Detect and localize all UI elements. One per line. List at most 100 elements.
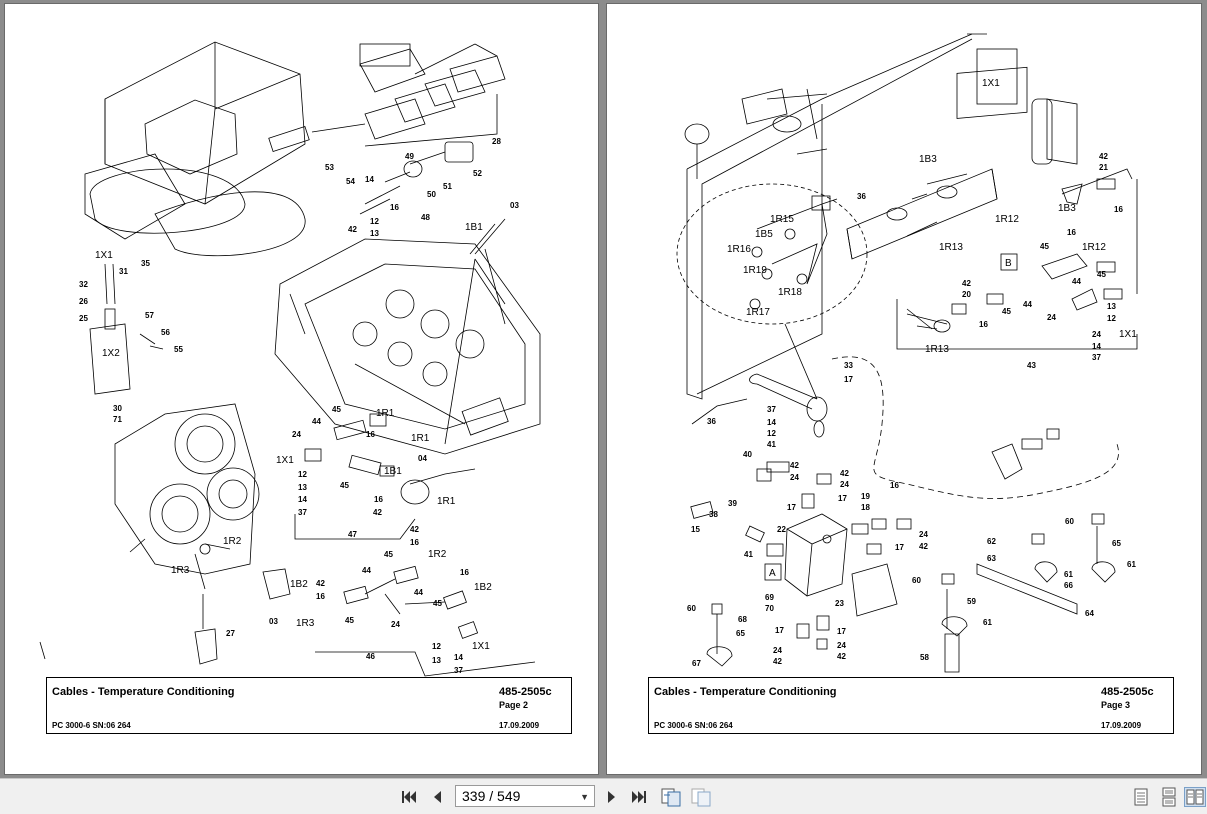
svg-text:67: 67 [692, 659, 701, 668]
svg-text:1X1: 1X1 [472, 641, 490, 652]
svg-text:16: 16 [890, 481, 899, 490]
svg-text:44: 44 [362, 566, 371, 575]
svg-text:60: 60 [912, 576, 921, 585]
svg-text:24: 24 [1047, 313, 1056, 322]
svg-text:16: 16 [460, 568, 469, 577]
document-page-right: 1X1 36 1B3 1R15 1B5 1R16 1R12 1R19 1R18 … [607, 4, 1201, 774]
next-page-icon[interactable] [601, 787, 623, 807]
svg-text:44: 44 [1072, 277, 1081, 286]
drawing-title: Cables - Temperature Conditioning [52, 686, 235, 698]
svg-text:41: 41 [744, 550, 753, 559]
svg-text:1R13: 1R13 [939, 242, 963, 253]
document-number: 485-2505c [1101, 686, 1154, 698]
model-serial: PC 3000-6 SN:06 264 [52, 721, 131, 730]
svg-text:45: 45 [332, 405, 341, 414]
svg-text:1R1: 1R1 [376, 408, 395, 419]
svg-text:68: 68 [738, 615, 747, 624]
previous-page-icon[interactable] [426, 787, 448, 807]
svg-text:1X2: 1X2 [102, 348, 120, 359]
svg-text:12: 12 [432, 642, 441, 651]
svg-text:1R2: 1R2 [428, 549, 447, 560]
svg-text:16: 16 [1114, 205, 1123, 214]
svg-text:1B3: 1B3 [919, 154, 937, 165]
svg-text:31: 31 [119, 267, 128, 276]
page-number-select[interactable]: 339 / 549 ▼ [455, 785, 595, 807]
svg-text:1R3: 1R3 [296, 618, 315, 629]
last-page-icon[interactable] [628, 787, 650, 807]
svg-text:42: 42 [962, 279, 971, 288]
svg-text:17: 17 [837, 627, 846, 636]
svg-text:03: 03 [269, 617, 278, 626]
svg-text:52: 52 [473, 169, 482, 178]
svg-text:1X1: 1X1 [95, 250, 113, 261]
svg-text:1R2: 1R2 [223, 536, 242, 547]
document-number: 485-2505c [499, 686, 552, 698]
svg-text:24: 24 [292, 430, 301, 439]
svg-text:71: 71 [113, 415, 122, 424]
callout-labels-left: 28 53 54 49 52 50 51 14 16 12 13 42 48 0… [79, 137, 519, 675]
svg-text:42: 42 [837, 652, 846, 661]
svg-text:45: 45 [1040, 242, 1049, 251]
svg-text:37: 37 [454, 666, 463, 675]
svg-text:17: 17 [844, 375, 853, 384]
first-page-icon[interactable] [398, 787, 420, 807]
svg-text:14: 14 [365, 175, 374, 184]
svg-text:42: 42 [919, 542, 928, 551]
svg-text:20: 20 [962, 290, 971, 299]
svg-text:1B2: 1B2 [290, 579, 308, 590]
svg-text:17: 17 [895, 543, 904, 552]
svg-text:47: 47 [348, 530, 357, 539]
svg-text:42: 42 [373, 508, 382, 517]
svg-text:56: 56 [161, 328, 170, 337]
svg-text:22: 22 [777, 525, 786, 534]
svg-text:A: A [769, 568, 776, 579]
svg-text:30: 30 [113, 404, 122, 413]
two-page-view-icon[interactable] [690, 787, 712, 807]
svg-text:1R13: 1R13 [925, 344, 949, 355]
drawing-title: Cables - Temperature Conditioning [654, 686, 837, 698]
total-pages-value: 549 [497, 788, 521, 804]
callout-labels-right: 1X1 36 1B3 1R15 1B5 1R16 1R12 1R19 1R18 … [687, 78, 1137, 668]
svg-text:57: 57 [145, 311, 154, 320]
svg-text:45: 45 [384, 550, 393, 559]
svg-text:1B5: 1B5 [755, 229, 773, 240]
svg-text:B: B [1005, 258, 1012, 269]
svg-text:42: 42 [840, 469, 849, 478]
svg-text:1R1: 1R1 [437, 496, 456, 507]
svg-text:42: 42 [1099, 152, 1108, 161]
facing-pages-mode-icon[interactable] [1184, 787, 1206, 807]
svg-text:45: 45 [1097, 270, 1106, 279]
svg-text:17: 17 [787, 503, 796, 512]
document-viewport[interactable]: 28 53 54 49 52 50 51 14 16 12 13 42 48 0… [0, 0, 1207, 778]
document-page-left: 28 53 54 49 52 50 51 14 16 12 13 42 48 0… [5, 4, 598, 774]
svg-text:24: 24 [790, 473, 799, 482]
svg-text:60: 60 [1065, 517, 1074, 526]
svg-text:42: 42 [348, 225, 357, 234]
svg-text:24: 24 [1092, 330, 1101, 339]
svg-text:70: 70 [765, 604, 774, 613]
svg-text:23: 23 [835, 599, 844, 608]
svg-text:12: 12 [767, 429, 776, 438]
svg-text:1R19: 1R19 [743, 265, 767, 276]
svg-text:45: 45 [340, 481, 349, 490]
title-block: Cables - Temperature Conditioning 485-25… [46, 677, 572, 734]
parts-drawing-right: 1X1 36 1B3 1R15 1B5 1R16 1R12 1R19 1R18 … [676, 33, 1138, 673]
svg-text:41: 41 [767, 440, 776, 449]
svg-text:1B1: 1B1 [384, 466, 402, 477]
svg-text:16: 16 [390, 203, 399, 212]
svg-text:65: 65 [1112, 539, 1121, 548]
svg-text:42: 42 [773, 657, 782, 666]
svg-text:48: 48 [421, 213, 430, 222]
svg-text:61: 61 [983, 618, 992, 627]
svg-text:45: 45 [1002, 307, 1011, 316]
svg-text:1B3: 1B3 [1058, 203, 1076, 214]
svg-text:16: 16 [366, 430, 375, 439]
continuous-mode-icon[interactable] [1158, 787, 1180, 807]
single-page-view-icon[interactable] [660, 787, 682, 807]
svg-text:18: 18 [861, 503, 870, 512]
svg-text:37: 37 [1092, 353, 1101, 362]
svg-text:49: 49 [405, 152, 414, 161]
single-page-mode-icon[interactable] [1130, 787, 1152, 807]
svg-text:16: 16 [1067, 228, 1076, 237]
svg-text:24: 24 [391, 620, 400, 629]
